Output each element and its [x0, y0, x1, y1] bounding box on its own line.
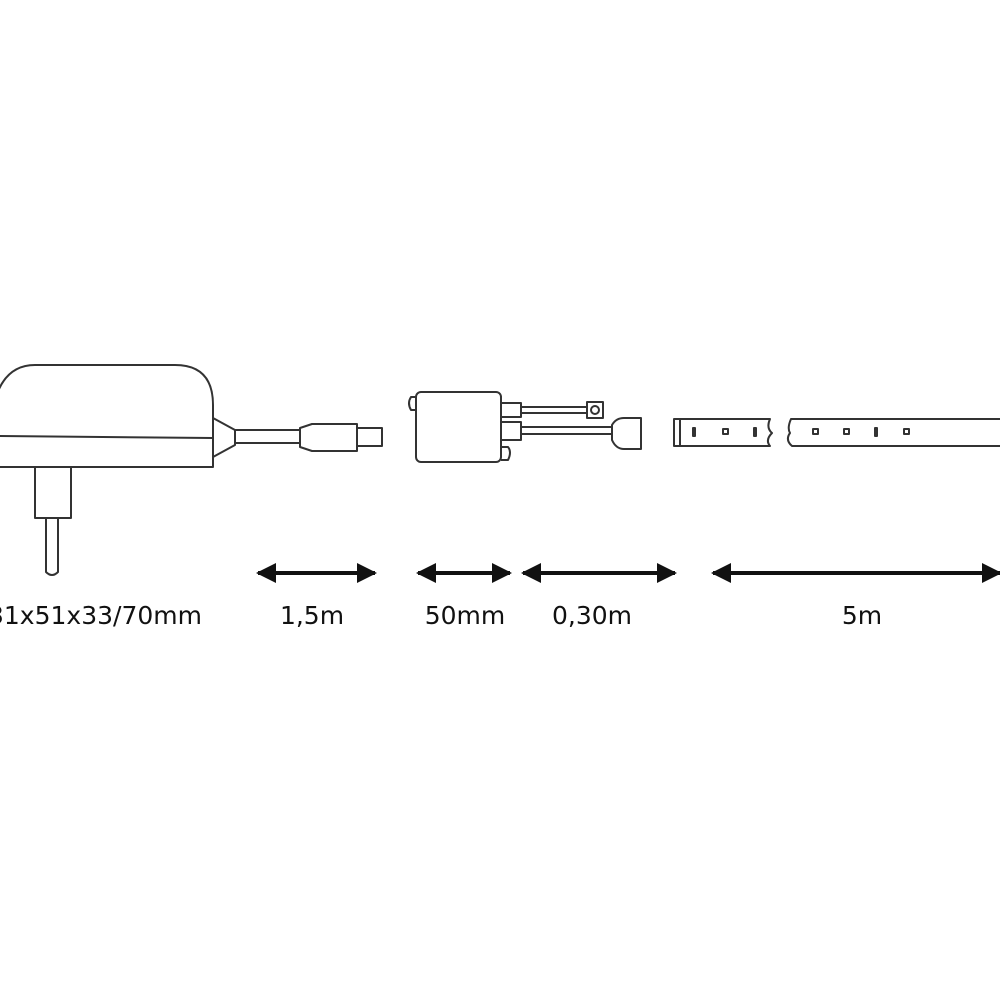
adapter-cable-length-label: 1,5m	[280, 601, 344, 630]
adapter-dimensions-label: 31x51x33/70mm	[0, 601, 202, 630]
controller-illustration	[408, 391, 642, 463]
led-strip-illustration	[673, 418, 1000, 447]
controller-size-label: 50mm	[425, 601, 506, 630]
power-adapter-illustration	[0, 364, 383, 576]
strip-length-label: 5m	[842, 601, 882, 630]
controller-cable-length-label: 0,30m	[552, 601, 632, 630]
